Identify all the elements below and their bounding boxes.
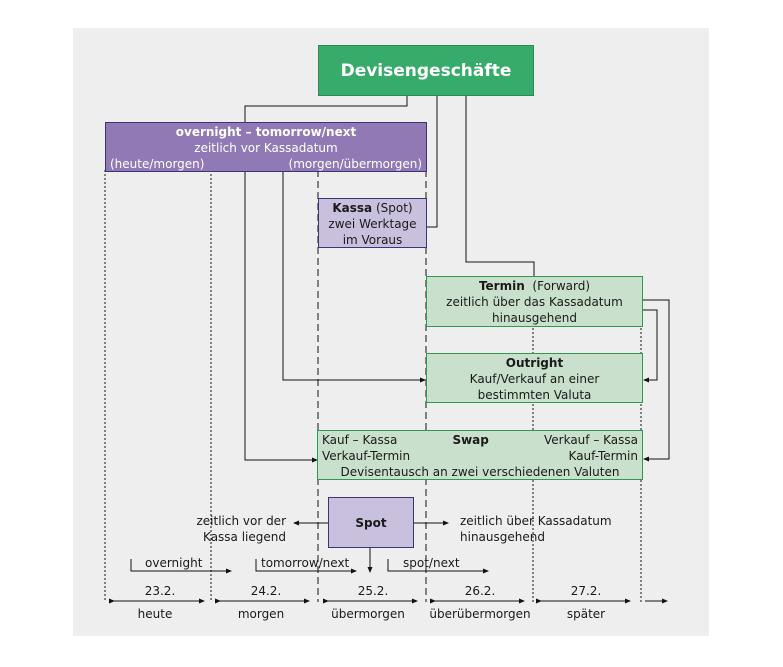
kassa-title: Kassa — [332, 201, 373, 215]
swap-bottom: Devisentausch an zwei verschiedenen Valu… — [340, 465, 620, 479]
arrow-overnight — [130, 559, 232, 574]
overnight-subtitle: zeitlich vor Kassadatum — [194, 141, 338, 155]
timeline-day-label: heute — [137, 607, 173, 621]
spot-right-note: zeitlich über Kassadatum hinausgehend — [460, 514, 612, 544]
connector-main-to-termin — [465, 96, 535, 276]
timeline-date: 23.2. — [144, 584, 176, 598]
arrow-spot-next — [387, 559, 489, 574]
kassa-line3: im Voraus — [342, 233, 403, 247]
timeline-date: 26.2. — [464, 584, 496, 598]
termin-title: Termin — [478, 279, 525, 293]
connector-main-to-kassa — [426, 96, 438, 228]
swap-left-line2: Verkauf-Termin — [322, 449, 411, 463]
termin-title-suffix: (Forward) — [532, 279, 591, 293]
outright-line3: bestimmten Valuta — [477, 388, 592, 402]
overnight-title: overnight – tomorrow/next — [175, 125, 357, 139]
kassa-box: Kassa (Spot) zwei Werktage im Voraus — [318, 198, 427, 248]
main-title: Devisengeschäfte — [340, 60, 512, 81]
swap-title: Swap — [452, 433, 489, 447]
timeline-day-label: morgen — [237, 607, 285, 621]
overnight-right-note: (morgen/übermorgen) — [288, 157, 422, 171]
kassa-title-suffix: (Spot) — [375, 201, 413, 215]
timeline-day-label: übermorgen — [331, 607, 405, 621]
spot-title: Spot — [355, 515, 387, 530]
connector-main-to-overnight — [244, 96, 408, 122]
connector-overnight-to-outright — [282, 172, 426, 383]
kassa-line2: zwei Werktage — [328, 217, 417, 231]
timeline-date: 24.2. — [250, 584, 282, 598]
timeline-date: 25.2. — [357, 584, 389, 598]
overnight-left-note: (heute/morgen) — [110, 157, 205, 171]
period-label-spot-next: spot/next — [403, 556, 460, 570]
timeline-date: 27.2. — [570, 584, 602, 598]
outright-box: Outright Kauf/Verkauf an einer bestimmte… — [426, 353, 643, 403]
swap-right-line2: Kauf-Termin — [568, 449, 638, 463]
spot-box: Spot — [328, 497, 414, 548]
main-box-devisengeschaefte: Devisengeschäfte — [318, 45, 534, 96]
arrow-tomorrow-next — [255, 559, 357, 574]
overnight-box: overnight – tomorrow/next zeitlich vor K… — [105, 122, 427, 172]
outright-line2: Kauf/Verkauf an einer — [469, 372, 600, 386]
swap-box: Kauf – Kassa Swap Verkauf – Kassa Verkau… — [317, 430, 643, 480]
timeline-day-label: später — [566, 607, 606, 621]
termin-box: Termin (Forward) zeitlich über das Kassa… — [426, 276, 643, 327]
period-label-overnight: overnight — [145, 556, 203, 570]
termin-line3: hinausgehend — [492, 311, 577, 325]
period-label-tomorrow-next: tomorrow/next — [261, 556, 350, 570]
connector-overnight-to-swap — [244, 172, 318, 463]
timeline-day-label: überübermorgen — [429, 607, 531, 621]
termin-line2: zeitlich über das Kassadatum — [446, 295, 623, 309]
spot-left-note: zeitlich vor der Kassa liegend — [196, 514, 286, 544]
connector-termin-to-outright — [642, 309, 658, 383]
connector-termin-to-swap — [642, 299, 670, 462]
outright-title: Outright — [505, 356, 564, 370]
swap-left-line1: Kauf – Kassa — [322, 433, 398, 447]
swap-right-line1: Verkauf – Kassa — [543, 433, 638, 447]
